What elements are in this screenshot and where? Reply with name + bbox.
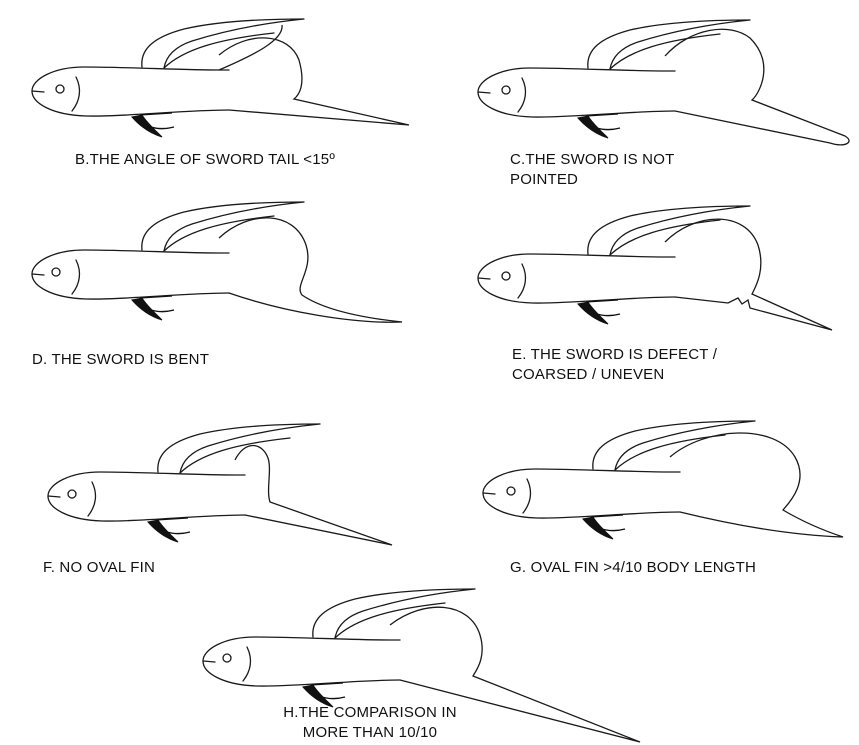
caption-h: H.THE COMPARISON IN MORE THAN 10/10 (270, 703, 470, 743)
caption-b: B.THE ANGLE OF SWORD TAIL <15º (75, 150, 335, 170)
caption-g: G. OVAL FIN >4/10 BODY LENGTH (510, 558, 756, 578)
fish-illustration-g (465, 405, 855, 545)
caption-f: F. NO OVAL FIN (43, 558, 155, 578)
caption-c: C.THE SWORD IS NOT POINTED (510, 150, 674, 190)
fish-illustration-e (460, 190, 859, 340)
fish-illustration-c (460, 8, 859, 148)
fish-illustration-f (30, 410, 430, 550)
caption-d: D. THE SWORD IS BENT (32, 350, 209, 370)
fish-illustration-b (14, 15, 414, 130)
fish-illustration-d (14, 190, 414, 325)
caption-e: E. THE SWORD IS DEFECT / COARSED / UNEVE… (512, 345, 717, 385)
